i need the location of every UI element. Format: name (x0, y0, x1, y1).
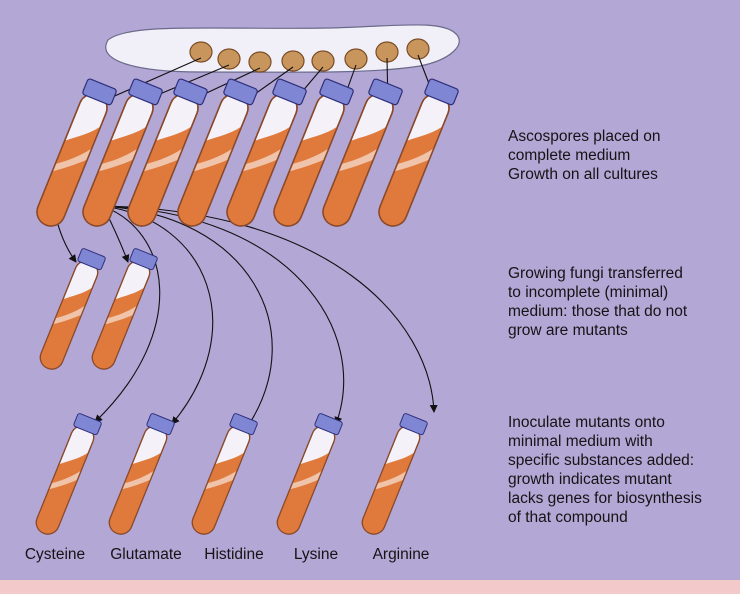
ascospore (189, 41, 213, 63)
transfer-arrow (94, 205, 161, 423)
caption-line: Inoculate mutants onto (508, 414, 665, 431)
ascospore (406, 38, 430, 60)
tube-label-histidine: Histidine (204, 546, 263, 563)
substance-labels: Cysteine Glutamate Histidine Lysine Argi… (25, 546, 430, 563)
caption-line: medium: those that do not (508, 303, 688, 320)
caption-line: minimal medium with (508, 433, 653, 450)
ascospore-row (189, 38, 430, 73)
culture-tube (272, 412, 344, 539)
tube-label-cysteine: Cysteine (25, 546, 85, 563)
caption-line: specific substances added: (508, 452, 695, 469)
ascospore (281, 50, 305, 72)
transfer-arrow (101, 205, 345, 425)
caption-line: of that compound (508, 509, 628, 526)
caption-line: growth indicates mutant (508, 471, 672, 488)
caption-line: lacks genes for biosynthesis (508, 490, 702, 507)
culture-tube (187, 412, 259, 539)
caption-line: grow are mutants (508, 322, 628, 339)
culture-tube (31, 412, 103, 539)
tube-label-glutamate: Glutamate (110, 546, 182, 563)
caption-line: complete medium (508, 147, 631, 164)
caption-line: Growth on all cultures (508, 166, 658, 183)
tube-label-arginine: Arginine (373, 546, 430, 563)
ascospore (248, 51, 272, 73)
culture-tube (104, 412, 176, 539)
step-2-caption: Growing fungi transferred to incomplete … (508, 264, 733, 340)
caption-line: Growing fungi transferred (508, 265, 683, 282)
caption-line: Ascospores placed on (508, 128, 661, 145)
bottom-strip (0, 580, 740, 594)
culture-tube (357, 412, 429, 539)
caption-line: to incomplete (minimal) (508, 284, 669, 301)
step-3-caption: Inoculate mutants onto minimal medium wi… (508, 413, 733, 527)
ascospore (311, 50, 335, 72)
tube-label-lysine: Lysine (294, 546, 338, 563)
ascospore (217, 48, 241, 70)
ascospore (344, 48, 368, 70)
culture-tubes (30, 77, 460, 539)
step-1-caption: Ascospores placed on complete medium Gro… (508, 127, 733, 184)
